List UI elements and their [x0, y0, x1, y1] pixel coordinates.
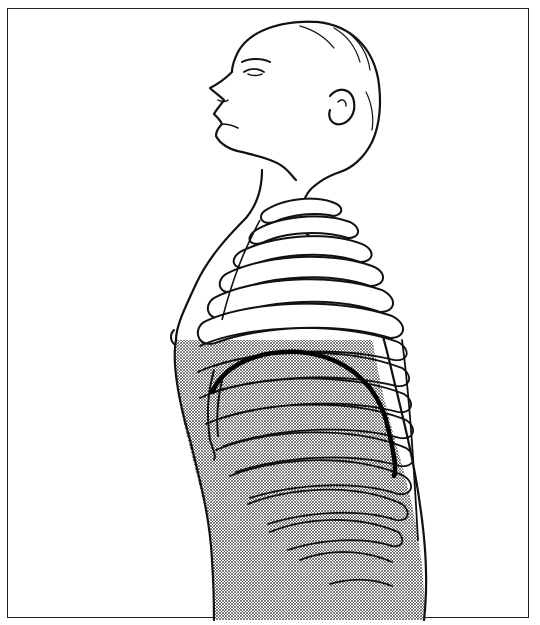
head	[210, 22, 380, 180]
ribcage	[198, 199, 403, 344]
